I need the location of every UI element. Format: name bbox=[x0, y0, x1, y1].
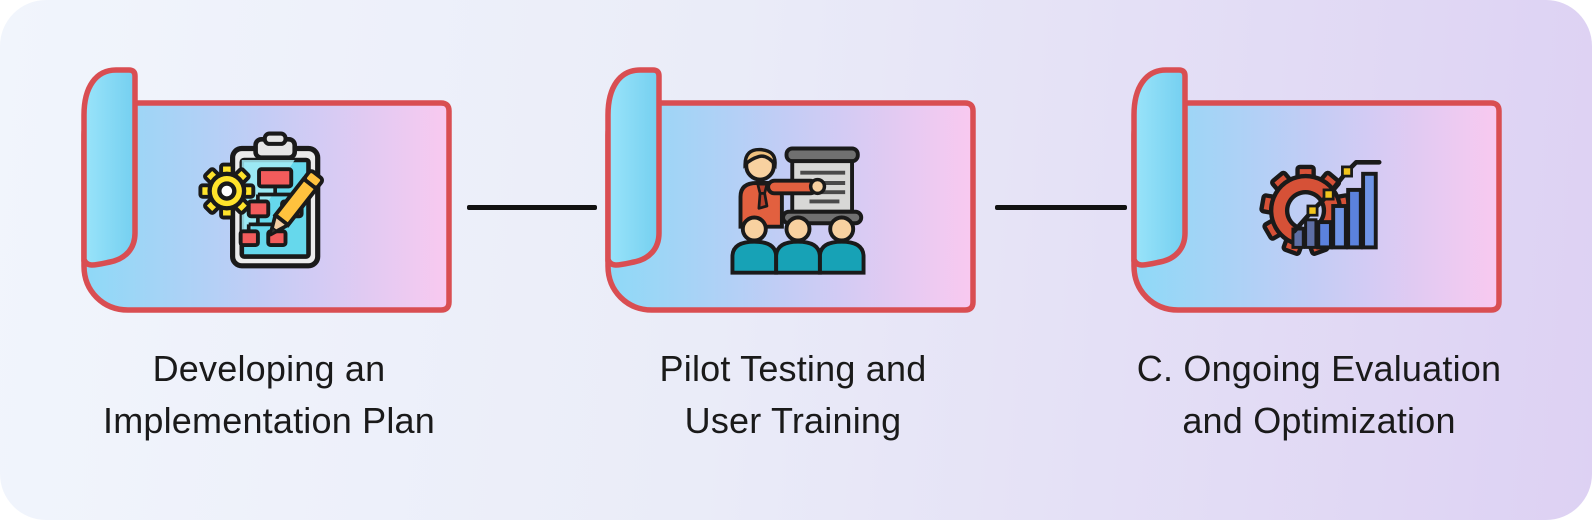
gear-icon bbox=[198, 162, 256, 220]
pencil-icon bbox=[268, 169, 324, 237]
presentation-training-icon bbox=[730, 146, 866, 275]
step-label: Developing an Implementation Plan bbox=[39, 343, 499, 447]
scroll-banner bbox=[1133, 65, 1505, 315]
step-panel-implementation-plan: Developing an Implementation Plan bbox=[83, 65, 455, 441]
step-label: Pilot Testing and User Training bbox=[563, 343, 1023, 447]
connector-line bbox=[467, 205, 597, 210]
step-label: C. Ongoing Evaluation and Optimization bbox=[1089, 343, 1549, 447]
step-label-line: Implementation Plan bbox=[103, 400, 435, 441]
audience-figures bbox=[730, 215, 866, 275]
step-label-line: C. Ongoing Evaluation bbox=[1136, 348, 1502, 389]
step-panel-evaluation-optimization: C. Ongoing Evaluation and Optimization bbox=[1133, 65, 1505, 441]
step-label-line: User Training bbox=[684, 400, 902, 441]
scroll-banner bbox=[83, 65, 455, 315]
step-label-line: and Optimization bbox=[1182, 400, 1456, 441]
step-label-line: Pilot Testing and bbox=[659, 348, 927, 389]
flowchart-clipboard-icon bbox=[198, 131, 324, 269]
connector-line bbox=[995, 205, 1127, 210]
scroll-banner bbox=[607, 65, 979, 315]
step-label-line: Developing an bbox=[152, 348, 386, 389]
gear-analytics-icon bbox=[1259, 159, 1382, 256]
step-panel-pilot-training: Pilot Testing and User Training bbox=[607, 65, 979, 441]
